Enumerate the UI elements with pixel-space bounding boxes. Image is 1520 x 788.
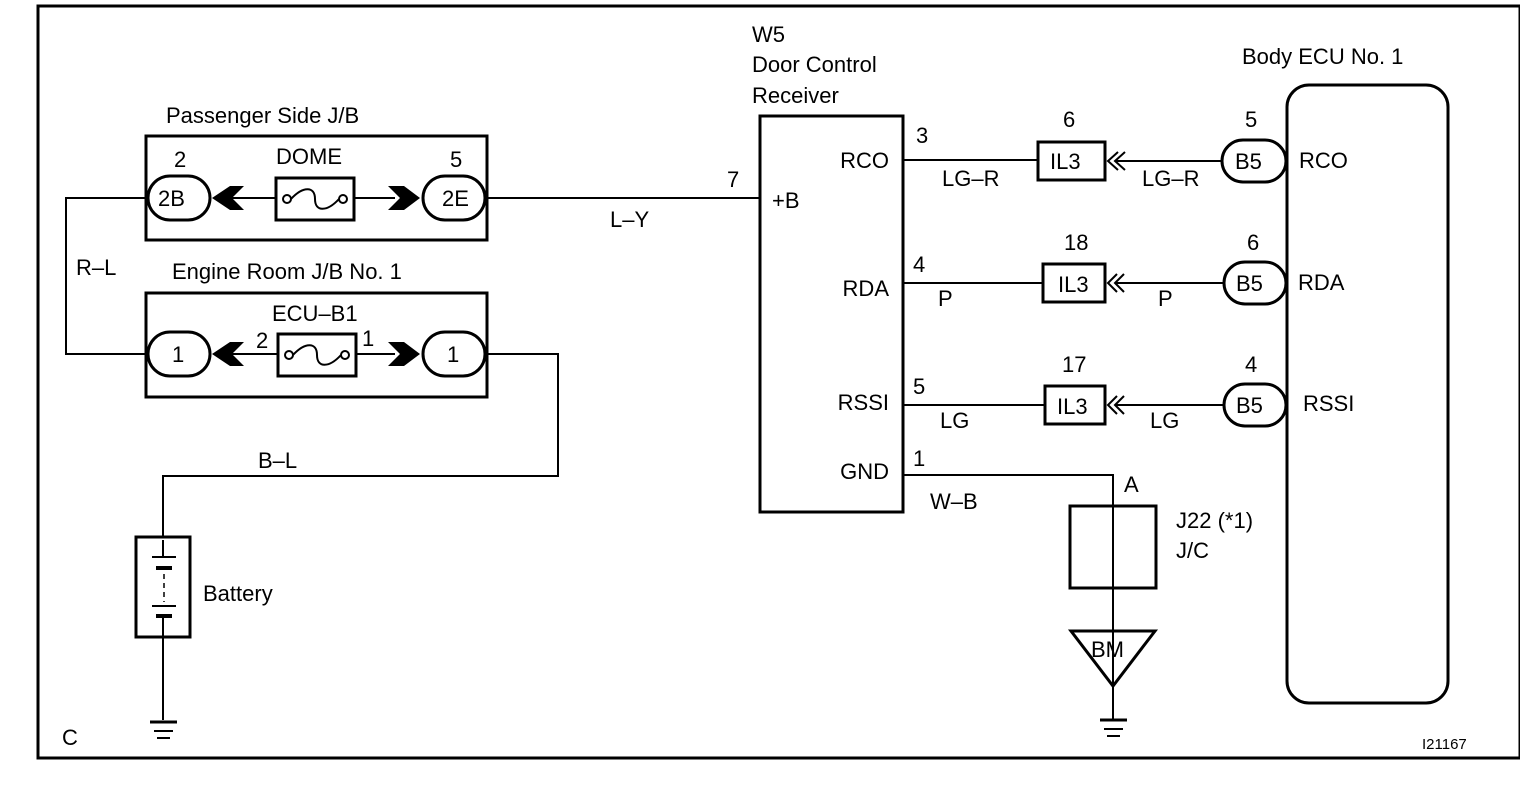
wire-l-y-label: L–Y xyxy=(610,207,649,232)
receiver-code: W5 xyxy=(752,22,785,47)
wire-rssi-left-label: LG xyxy=(940,408,969,433)
terminal-rssi: RSSI xyxy=(838,390,889,415)
male-terminal-icon xyxy=(388,186,420,210)
signal-rssi: LG 17 IL3 LG 4 B5 xyxy=(903,352,1288,433)
female-terminal-icon xyxy=(212,342,244,366)
il3-label: IL3 xyxy=(1058,272,1089,297)
il3-connector xyxy=(1041,262,1107,304)
engine-jb-right-connector-label: 1 xyxy=(447,342,459,367)
wire-rda-right-label: P xyxy=(1158,286,1173,311)
wire-rco-left-label: LG–R xyxy=(942,166,999,191)
junction-point-label: A xyxy=(1124,472,1139,497)
body-ecu-title: Body ECU No. 1 xyxy=(1242,44,1403,69)
b5-label: B5 xyxy=(1236,271,1263,296)
plus-b-label: +B xyxy=(772,188,800,213)
figure-id: I21167 xyxy=(1422,736,1467,753)
engine-room-jb: Engine Room J/B No. 1 ECU–B1 1 2 1 1 xyxy=(144,259,489,399)
male-terminal-icon xyxy=(388,342,420,366)
body-ecu: Body ECU No. 1 RCO RDA RSSI xyxy=(1242,44,1450,705)
junction-type: J/C xyxy=(1176,538,1209,563)
terminal-gnd: GND xyxy=(840,459,889,484)
wire-rco-right-label: LG–R xyxy=(1142,166,1199,191)
diagram-frame xyxy=(36,4,1520,760)
wire-b-l-label: B–L xyxy=(258,448,297,473)
connector-2b-label: 2B xyxy=(158,186,185,211)
door-control-receiver: W5 Door Control Receiver +B RCO RDA RSSI… xyxy=(752,22,928,514)
il3-label: IL3 xyxy=(1050,149,1081,174)
passenger-jb-left-pin: 2 xyxy=(174,147,186,172)
wire-rda-left-label: P xyxy=(938,286,953,311)
fuse-pin-2: 2 xyxy=(256,328,268,353)
il3-pin-18: 18 xyxy=(1064,230,1088,255)
body-ecu-terminal-rco: RCO xyxy=(1299,148,1348,173)
body-ecu-terminal-rda: RDA xyxy=(1298,270,1345,295)
wire-r-l xyxy=(65,197,148,355)
connector-2e-label: 2E xyxy=(442,186,469,211)
pin-rda: 4 xyxy=(913,252,925,277)
female-terminal-icon xyxy=(212,186,244,210)
junction-code: J22 (*1) xyxy=(1176,508,1253,533)
wire-w-b-label: W–B xyxy=(930,489,978,514)
b5-pin-6: 6 xyxy=(1247,230,1259,255)
passenger-jb-title: Passenger Side J/B xyxy=(166,103,359,128)
b5-pin-5: 5 xyxy=(1245,107,1257,132)
pin-rco: 3 xyxy=(916,123,928,148)
ground-circuit: W–B A J22 (*1) J/C BM xyxy=(903,472,1253,737)
pin-gnd: 1 xyxy=(913,446,925,471)
engine-jb-left-connector xyxy=(146,330,212,378)
wire-rssi-right-label: LG xyxy=(1150,408,1179,433)
wire-r-l-label: R–L xyxy=(76,255,116,280)
battery-label: Battery xyxy=(203,581,273,606)
pin-rssi: 5 xyxy=(913,374,925,399)
receiver-pin-plus-b: 7 xyxy=(727,167,739,192)
body-ecu-box xyxy=(1285,83,1450,705)
il3-connector xyxy=(1043,384,1107,426)
passenger-jb-right-pin: 5 xyxy=(450,147,462,172)
dome-fuse-label: DOME xyxy=(276,144,342,169)
engine-jb-title: Engine Room J/B No. 1 xyxy=(172,259,402,284)
il3-pin-6: 6 xyxy=(1063,107,1075,132)
fuse-pin-1: 1 xyxy=(362,326,374,351)
il3-connector xyxy=(1036,140,1107,182)
ecu-b1-fuse-label: ECU–B1 xyxy=(272,301,358,326)
signal-rda: P 18 IL3 P 6 B5 xyxy=(903,230,1288,311)
receiver-title-line1: Door Control xyxy=(752,52,877,77)
b5-pin-4: 4 xyxy=(1245,352,1257,377)
connector-2e xyxy=(421,174,487,222)
engine-jb-left-connector-label: 1 xyxy=(172,342,184,367)
b5-label: B5 xyxy=(1236,393,1263,418)
wire-b-l xyxy=(162,353,559,540)
receiver-title-line2: Receiver xyxy=(752,83,839,108)
b5-label: B5 xyxy=(1235,149,1262,174)
body-ecu-terminal-rssi: RSSI xyxy=(1303,391,1354,416)
terminal-rco: RCO xyxy=(840,148,889,173)
battery: Battery xyxy=(134,535,273,739)
passenger-side-jb: Passenger Side J/B 2 DOME 5 2B 2E xyxy=(144,103,489,242)
terminal-rda: RDA xyxy=(843,276,890,301)
receiver-box xyxy=(758,114,905,514)
il3-label: IL3 xyxy=(1057,394,1088,419)
engine-jb-right-connector xyxy=(421,330,487,378)
corner-label: C xyxy=(62,725,78,750)
signal-rco: LG–R 6 IL3 LG–R 5 B5 xyxy=(903,107,1288,191)
il3-pin-17: 17 xyxy=(1062,352,1086,377)
ground-point-label: BM xyxy=(1091,637,1124,662)
